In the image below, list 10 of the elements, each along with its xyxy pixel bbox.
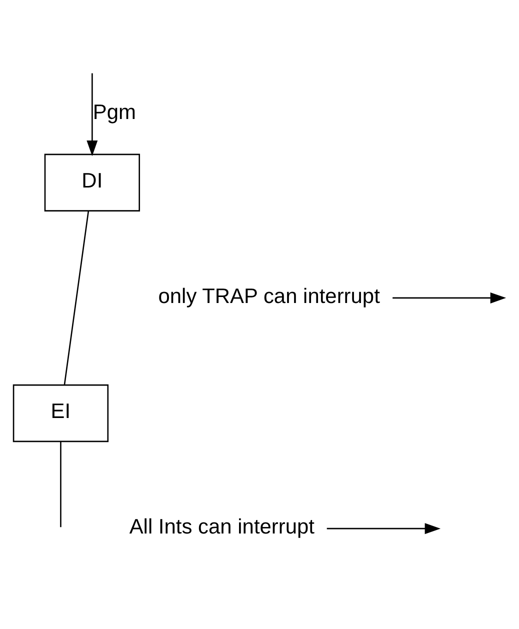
connector bbox=[60, 442, 62, 528]
node-text: All Ints can interrupt bbox=[129, 516, 314, 539]
node-text: only TRAP can interrupt bbox=[158, 284, 380, 308]
arrow bbox=[392, 292, 506, 304]
node-box: EI bbox=[12, 384, 109, 442]
edge-label: Pgm bbox=[92, 100, 136, 124]
arrow bbox=[326, 523, 441, 534]
connector bbox=[64, 210, 90, 386]
node-box: DI bbox=[44, 154, 140, 212]
arrow bbox=[86, 73, 98, 156]
